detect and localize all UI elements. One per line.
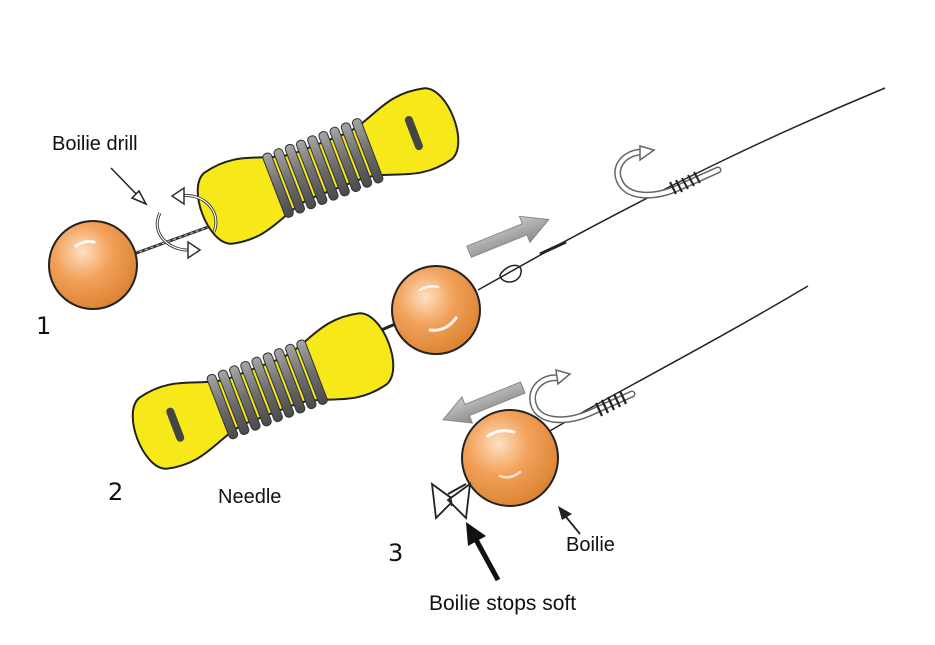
boilie-stop-icon: [430, 482, 472, 520]
boilie-2: [391, 265, 481, 355]
thread-wrap-1: [262, 118, 384, 218]
direction-arrow-right-icon: [466, 215, 550, 258]
label-needle: Needle: [218, 486, 282, 508]
needle-handle-2: [131, 312, 395, 470]
step1-drill-group: [48, 87, 460, 310]
boilie-1: [48, 220, 138, 310]
needle-handle-1: [196, 87, 460, 245]
step-number-3: 3: [388, 539, 404, 567]
drill-rotation-icon: [155, 186, 218, 260]
hooklink-line-3: [547, 285, 809, 433]
handle-slot-1: [404, 115, 423, 151]
step3-stop-group: [430, 285, 809, 582]
stop-pointer-icon: [466, 522, 501, 582]
step2-needle-group: [131, 87, 886, 470]
direction-arrow-left-icon: [442, 381, 526, 424]
hooklink-line-2: [477, 87, 886, 291]
drill-pointer-icon: [110, 167, 148, 206]
hook-icon-3: [529, 368, 636, 424]
hook-icon-2: [614, 145, 722, 199]
step-number-1: 1: [36, 312, 52, 340]
label-boilie-stops: Boilie stops soft: [429, 592, 577, 615]
boilie-pointer-icon: [558, 506, 581, 535]
boilie-3: [461, 409, 559, 507]
handle-slot-2: [166, 407, 185, 442]
label-boilie: Boilie: [566, 534, 615, 556]
step-number-2: 2: [108, 478, 124, 506]
thread-wrap-2: [206, 339, 328, 440]
label-boilie-drill: Boilie drill: [52, 133, 138, 155]
